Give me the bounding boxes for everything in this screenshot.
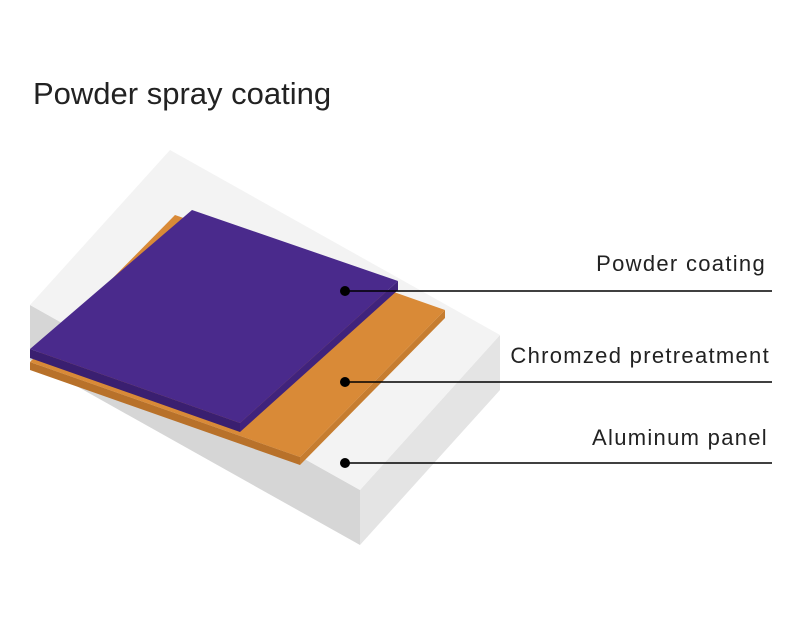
chromzed-pretreatment-label: Chromzed pretreatment <box>510 343 770 368</box>
aluminum-panel-label: Aluminum panel <box>592 425 768 450</box>
leader-lines <box>340 286 772 468</box>
powder-coating-front-face <box>30 349 240 432</box>
powder-coating-side-face <box>240 281 398 432</box>
aluminum-panel-side-face <box>360 335 500 545</box>
chromzed-front-face <box>30 362 300 465</box>
chromzed-side-face <box>300 310 445 465</box>
powder-coating-top-face <box>30 210 398 423</box>
powder-coating-layer <box>30 210 398 432</box>
diagram-title: Powder spray coating <box>33 76 332 111</box>
powder-coating-label: Powder coating <box>596 251 766 276</box>
